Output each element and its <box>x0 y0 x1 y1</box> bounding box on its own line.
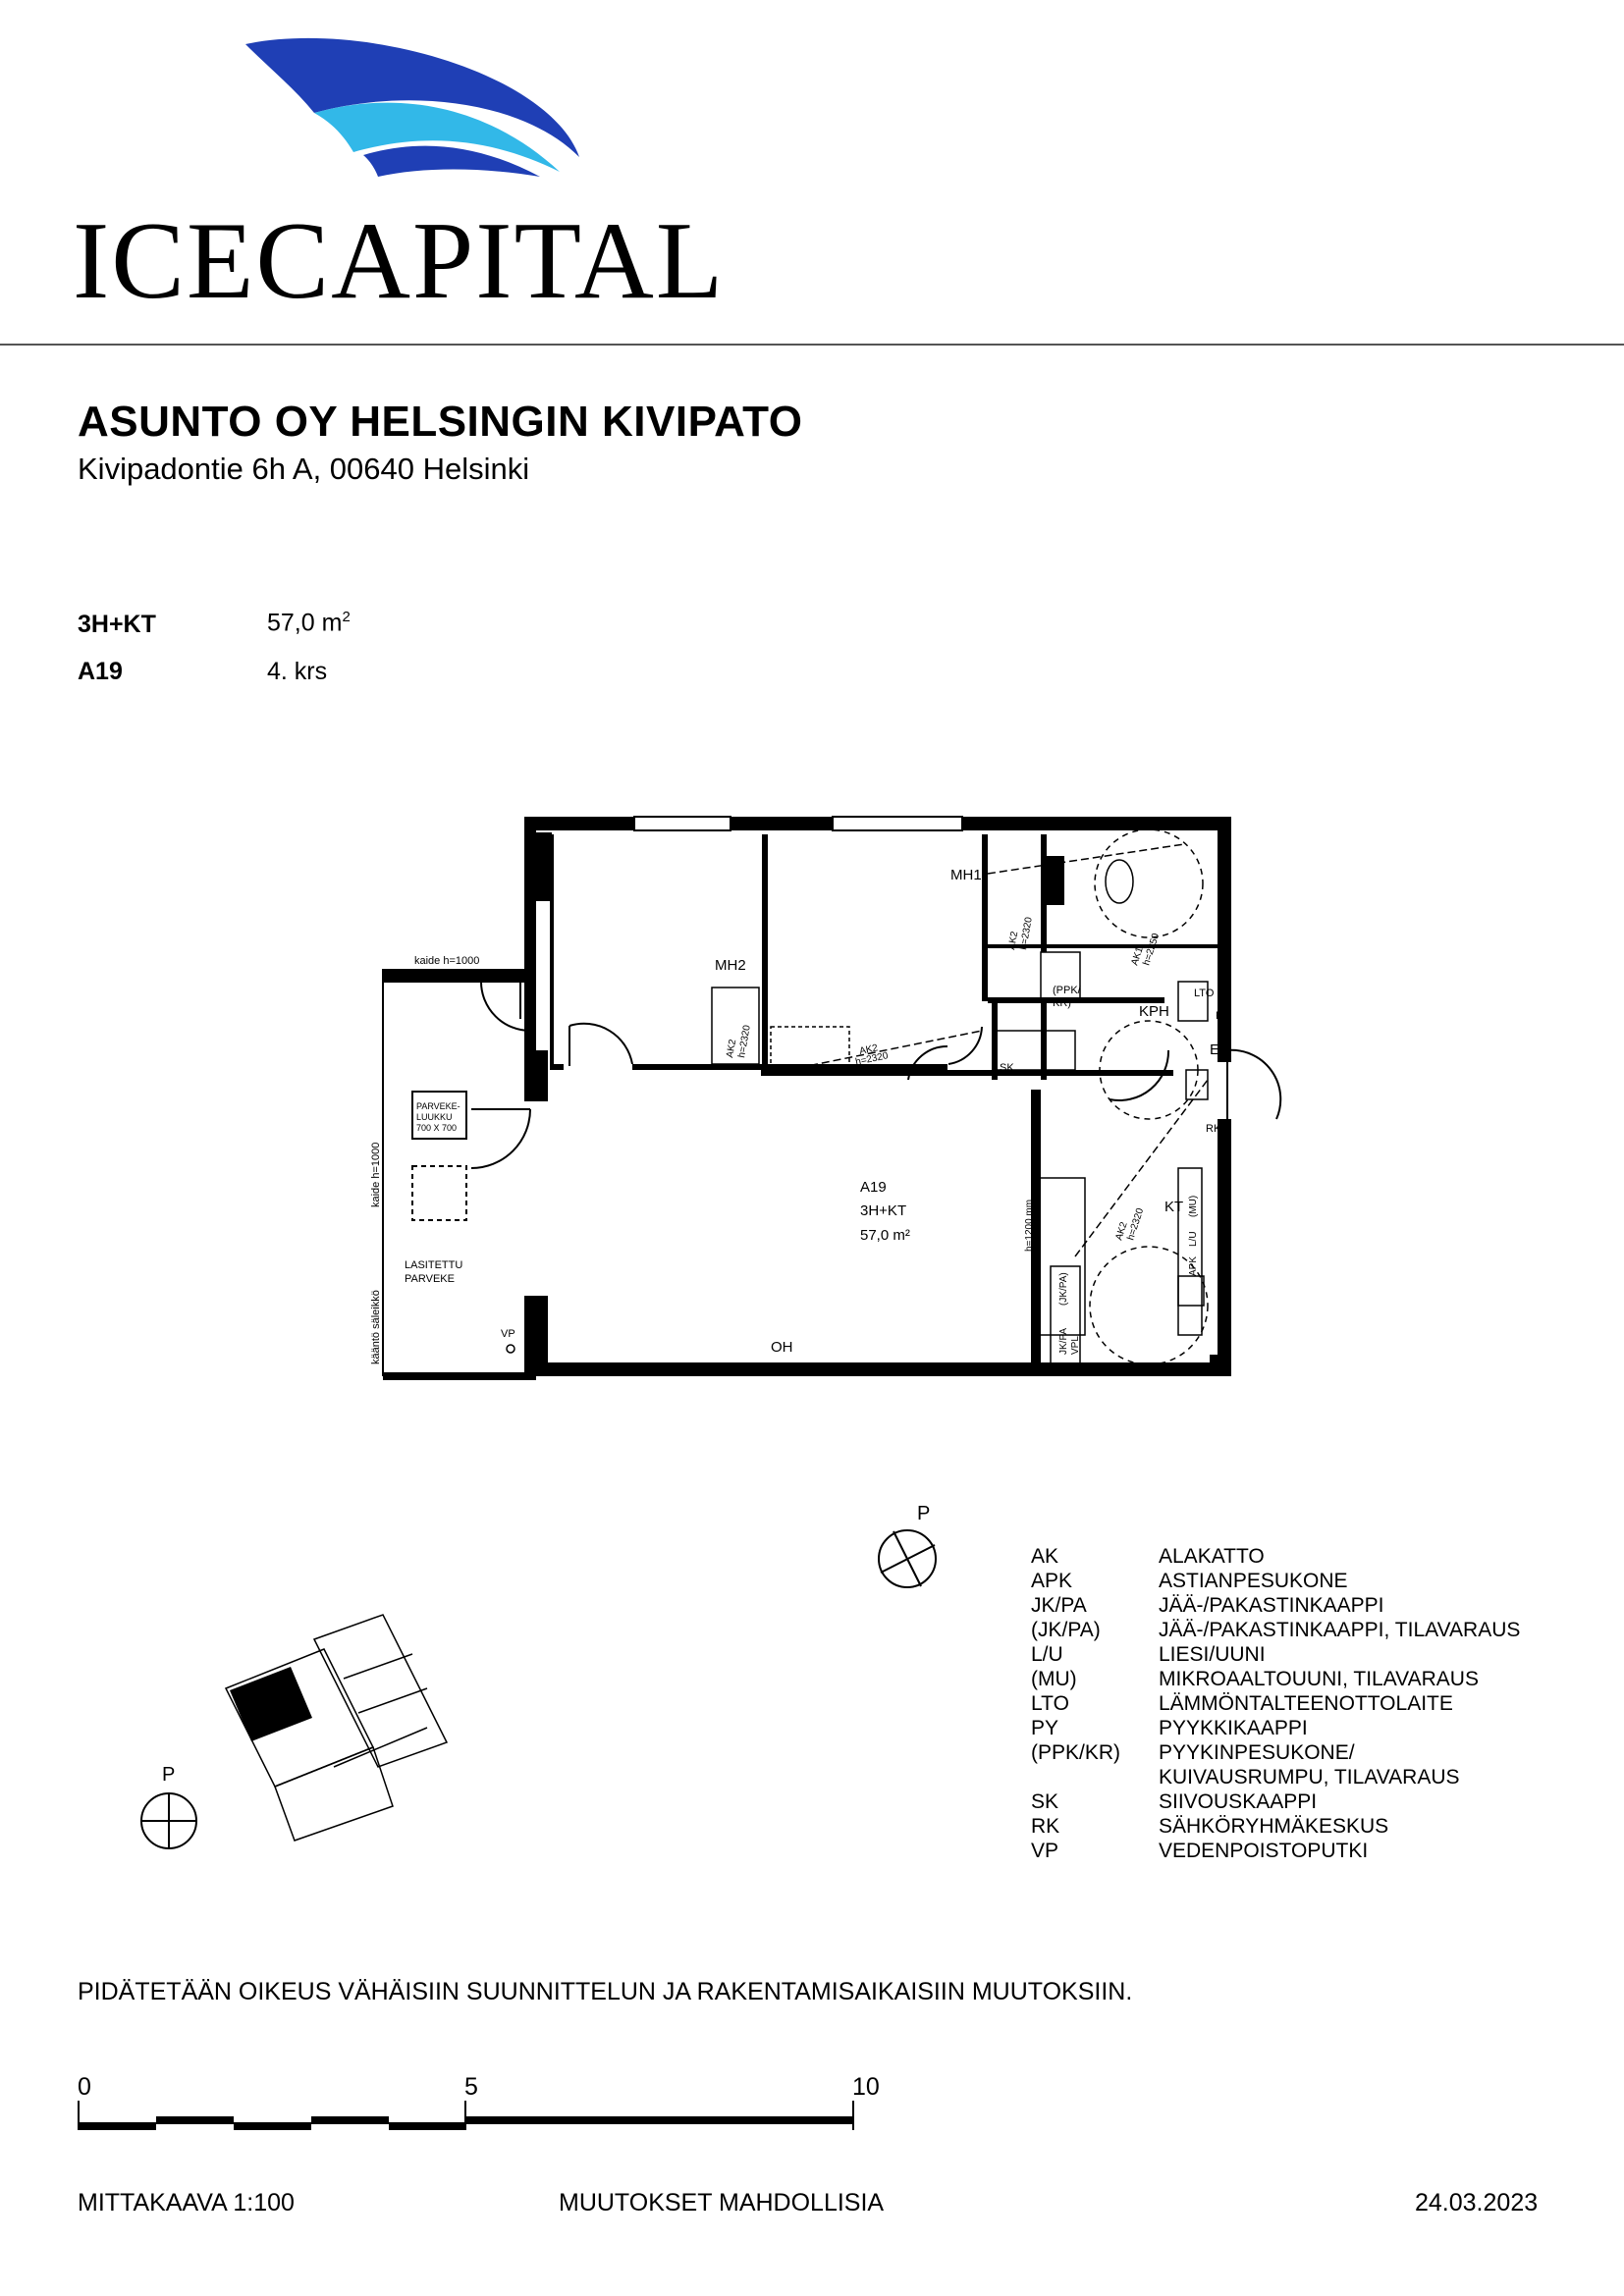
scale-bar <box>78 2101 854 2130</box>
legend-desc: JÄÄ-/PAKASTINKAAPPI <box>1159 1594 1384 1617</box>
legend-desc: PYYKKIKAAPPI <box>1159 1717 1308 1739</box>
label-vpl: VPL <box>1070 1336 1081 1355</box>
site-compass: P <box>140 1764 197 1849</box>
balcony <box>382 969 536 1380</box>
legend-abbr: JK/PA <box>1031 1594 1087 1617</box>
label-rk: RK <box>1206 1123 1221 1135</box>
label-et: ET <box>1210 1041 1228 1058</box>
legend-abbr: PY <box>1031 1717 1059 1739</box>
label-kaide-side: kaide h=1000 <box>370 1143 382 1207</box>
label-ak-mh2: AK2 <box>725 1039 738 1059</box>
label-lasitettu-2: PARVEKE <box>405 1273 455 1285</box>
label-sk: SK <box>1000 1062 1014 1074</box>
label-mu: (MU) <box>1188 1196 1199 1217</box>
floor-plan: MH1 MH2 KPH KT OH ET SK RK LTO PY (PPK/ … <box>370 816 1282 1380</box>
legend-desc: KUIVAUSRUMPU, TILAVARAUS <box>1159 1766 1460 1789</box>
label-apt-id: A19 <box>860 1179 887 1196</box>
label-jkpa: JK/PA <box>1058 1328 1069 1355</box>
label-parveke-luukku-1: PARVEKE- <box>416 1101 460 1111</box>
doors <box>568 1022 1282 1120</box>
label-ak-mh1: AK2 <box>1006 931 1020 951</box>
logo: ICECAPITAL <box>69 29 756 324</box>
scale-label-5: 5 <box>464 2073 478 2101</box>
plan-labels: MH1 MH2 KPH KT OH ET SK RK LTO PY (PPK/ … <box>370 867 1230 1364</box>
logo-wordmark: ICECAPITAL <box>73 200 726 322</box>
label-apk: APK <box>1188 1256 1199 1276</box>
apartment-floor: 4. krs <box>267 658 328 685</box>
label-lu: L/U <box>1188 1231 1199 1247</box>
legend-abbr: (PPK/KR) <box>1031 1741 1121 1764</box>
footer-scale: MITTAKAAVA 1:100 <box>78 2189 295 2216</box>
label-kph: KPH <box>1139 1003 1169 1020</box>
label-kt: KT <box>1164 1199 1183 1215</box>
label-ppk-1: (PPK/ <box>1053 985 1082 996</box>
footer-changes: MUUTOKSET MAHDOLLISIA <box>559 2189 885 2216</box>
apartment-area-unit-sup: 2 <box>342 609 351 625</box>
building-highlight <box>230 1667 312 1741</box>
logo-swoosh <box>245 37 579 177</box>
header-divider <box>0 344 1624 346</box>
apartment-id: A19 <box>78 658 123 685</box>
legend-abbr: APK <box>1031 1570 1073 1592</box>
footer-date: 24.03.2023 <box>1415 2189 1539 2216</box>
label-parveke-luukku-2: LUUKKU <box>416 1112 453 1122</box>
label-kaide-top: kaide h=1000 <box>414 955 479 967</box>
legend-desc: JÄÄ-/PAKASTINKAAPPI, TILAVARAUS <box>1159 1619 1521 1641</box>
compass-label: P <box>917 1503 930 1524</box>
label-ppk-2: KR) <box>1053 997 1071 1009</box>
legend-abbr: SK <box>1031 1790 1059 1813</box>
label-mh2: MH2 <box>715 957 746 974</box>
site-location-map <box>224 1614 449 1842</box>
legend-desc: VEDENPOISTOPUTKI <box>1159 1840 1369 1862</box>
fixtures <box>711 828 1209 1365</box>
site-compass-label: P <box>162 1764 175 1786</box>
legend-desc: ASTIANPESUKONE <box>1159 1570 1348 1592</box>
legend-desc: MIKROAALTOUUNI, TILAVARAUS <box>1159 1668 1479 1690</box>
north-compass: P <box>878 1503 937 1588</box>
legend-abbr: L/U <box>1031 1643 1063 1666</box>
legend-desc: LÄMMÖNTALTEENOTTOLAITE <box>1159 1692 1453 1715</box>
legend-abbr: RK <box>1031 1815 1060 1838</box>
apartment-type: 3H+KT <box>78 611 156 638</box>
label-kaantosaleikko: kääntö säleikkö <box>370 1290 382 1364</box>
label-py: PY <box>1216 1010 1230 1022</box>
label-jkpa-reserved: (JK/PA) <box>1058 1272 1069 1306</box>
label-h1200: h=1200 mm <box>1024 1200 1035 1252</box>
label-vp: VP <box>501 1328 515 1340</box>
label-oh: OH <box>771 1339 793 1356</box>
scale-label-0: 0 <box>78 2073 91 2101</box>
legend-abbr: (JK/PA) <box>1031 1619 1101 1641</box>
plan-walls <box>524 816 1231 1376</box>
label-ak-hall: AK2 <box>858 1042 879 1057</box>
project-address: Kivipadontie 6h A, 00640 Helsinki <box>78 452 530 486</box>
label-lasitettu-1: LASITETTU <box>405 1259 462 1271</box>
legend-desc: LIESI/UUNI <box>1159 1643 1266 1666</box>
legend-desc: PYYKINPESUKONE/ <box>1159 1741 1355 1764</box>
apartment-area-value: 57,0 m <box>267 609 343 637</box>
label-mh1: MH1 <box>950 867 982 883</box>
legend-abbr: (MU) <box>1031 1668 1077 1690</box>
legend-desc: ALAKATTO <box>1159 1545 1265 1568</box>
disclaimer: PIDÄTETÄÄN OIKEUS VÄHÄISIIN SUUNNITTELUN… <box>78 1978 1133 2005</box>
scale-label-10: 10 <box>852 2073 880 2101</box>
label-parveke-luukku-3: 700 X 700 <box>416 1123 457 1133</box>
label-lto: LTO <box>1194 988 1215 999</box>
legend-abbr: AK <box>1031 1545 1059 1568</box>
label-ak-mh2-h: h=2320 <box>736 1024 753 1058</box>
legend-abbr: LTO <box>1031 1692 1069 1715</box>
legend-desc: SÄHKÖRYHMÄKESKUS <box>1159 1815 1389 1838</box>
apartment-area: 57,0 m2 <box>267 609 351 637</box>
label-apt-type: 3H+KT <box>860 1202 906 1219</box>
project-title: ASUNTO OY HELSINGIN KIVIPATO <box>78 398 803 446</box>
legend-abbr: VP <box>1031 1840 1059 1862</box>
legend-desc: SIIVOUSKAAPPI <box>1159 1790 1318 1813</box>
label-apt-area: 57,0 m² <box>860 1227 910 1244</box>
